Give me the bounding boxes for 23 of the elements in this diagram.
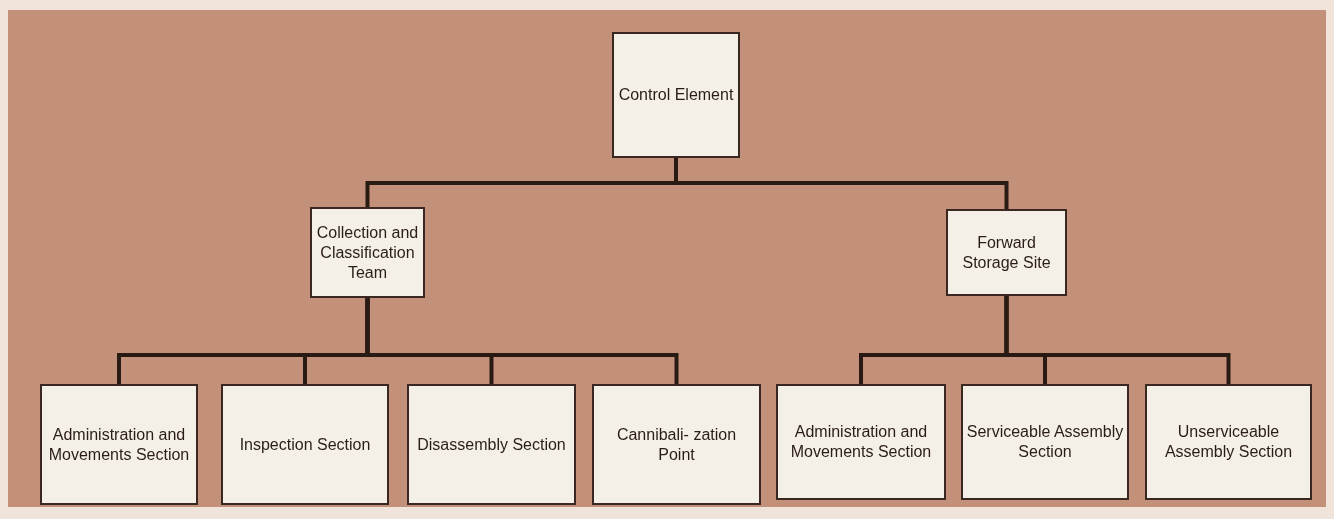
org-box	[776, 384, 946, 500]
box-label: Serviceable Assembly Section	[965, 422, 1125, 462]
connector-line	[674, 158, 1009, 209]
box-label: Administration and Movements Section	[789, 422, 933, 462]
box-label: Cannibali- zation Point	[615, 424, 738, 465]
box-label: Unserviceable Assembly Section	[1163, 422, 1294, 462]
box-label: Control Element	[617, 85, 735, 105]
org-box	[221, 384, 389, 505]
box-label: Collection and Classification Team	[315, 222, 420, 283]
org-box	[612, 32, 740, 158]
box-label: Administration and Movements Section	[47, 424, 191, 465]
connector-line	[365, 298, 679, 384]
box-label: Forward Storage Site	[961, 232, 1052, 273]
box-label: Inspection Section	[238, 434, 372, 455]
org-box	[961, 384, 1129, 500]
org-box	[407, 384, 576, 505]
org-box	[310, 207, 425, 298]
org-box	[592, 384, 761, 505]
org-box	[946, 209, 1067, 296]
connector-line	[1004, 296, 1231, 384]
box-label: Disassembly Section	[416, 434, 567, 455]
org-box	[1145, 384, 1312, 500]
org-box	[40, 384, 198, 505]
